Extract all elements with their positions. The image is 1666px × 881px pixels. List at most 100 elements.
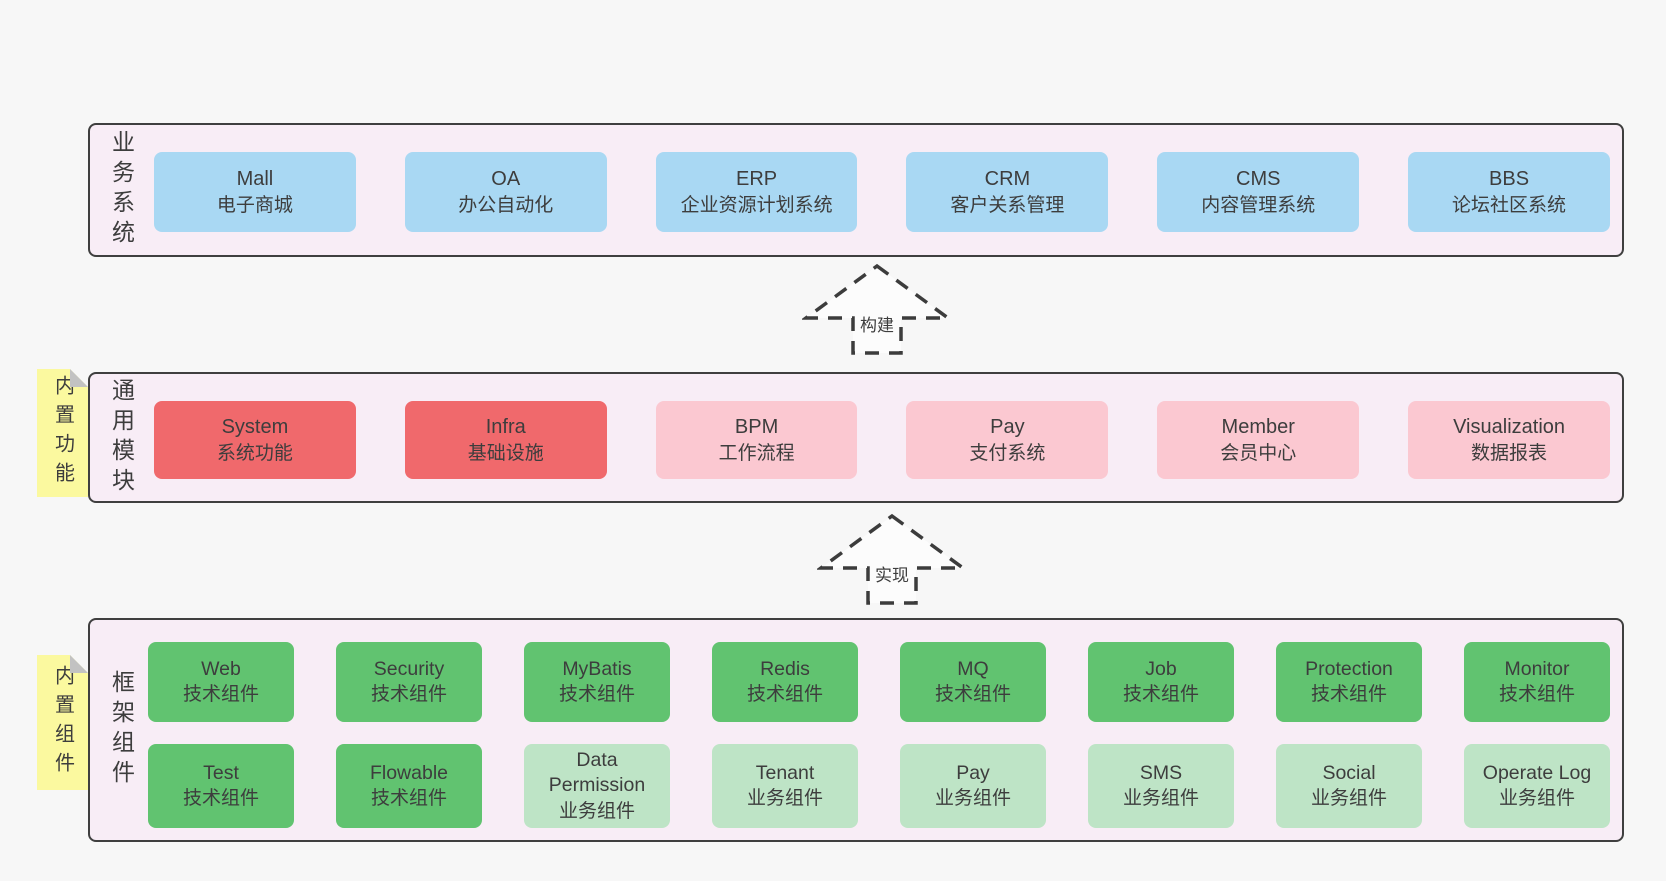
component-node-row-2: Test 技术组件 Flowable 技术组件 Data Permission … [148, 744, 1610, 828]
node-subtitle: 技术组件 [934, 684, 1011, 706]
node-infra: Infra 基础设施 [404, 401, 607, 479]
node-title: CMS [1236, 167, 1281, 190]
node-oa: OA 办公自动化 [404, 152, 607, 232]
layer-framework-components: 框架组件 Web 技术组件 Security 技术组件 MyBatis 技术组件… [88, 618, 1624, 842]
sticky-note-label: 内置功能 [51, 375, 74, 491]
node-title: System [221, 415, 289, 438]
node-title: Pay [956, 761, 990, 784]
node-subtitle: 基础设施 [467, 442, 544, 464]
node-title: Monitor [1504, 657, 1570, 680]
node-title: OA [491, 167, 521, 190]
node-crm: CRM 客户关系管理 [906, 152, 1109, 232]
layer-label-text: 框架组件 [108, 670, 135, 790]
node-subtitle: 技术组件 [746, 684, 823, 706]
node-redis: Redis 技术组件 [712, 642, 858, 722]
node-job: Job 技术组件 [1088, 642, 1234, 722]
layer-label-components: 框架组件 [90, 620, 152, 840]
node-subtitle: 论坛社区系统 [1452, 194, 1567, 216]
node-title: Security [373, 657, 445, 680]
node-subtitle: 业务组件 [1122, 788, 1199, 810]
node-pay-system: Pay 支付系统 [906, 401, 1109, 479]
node-title: Social [1322, 761, 1376, 784]
node-subtitle: 企业资源计划系统 [680, 194, 833, 216]
node-title: CRM [984, 167, 1031, 190]
layer-label-business: 业务系统 [90, 125, 152, 255]
node-subtitle: 技术组件 [182, 788, 259, 810]
layer-label-text: 业务系统 [108, 130, 135, 250]
node-member: Member 会员中心 [1157, 401, 1360, 479]
build-arrow-label: 构建 [857, 310, 897, 337]
node-title: Flowable [369, 761, 449, 784]
node-title: Job [1145, 657, 1177, 680]
node-title: Data Permission [548, 748, 646, 797]
node-subtitle: 技术组件 [1122, 684, 1199, 706]
up-block-arrow-icon [802, 263, 952, 355]
node-subtitle: 工作流程 [718, 442, 795, 464]
node-title: SMS [1139, 761, 1183, 784]
up-block-arrow-icon [817, 513, 967, 605]
node-subtitle: 内容管理系统 [1201, 194, 1316, 216]
node-subtitle: 技术组件 [370, 684, 447, 706]
node-subtitle: 业务组件 [1498, 788, 1575, 810]
node-pay-component: Pay 业务组件 [900, 744, 1046, 828]
sticky-note-label: 内置组件 [51, 664, 74, 781]
node-social: Social 业务组件 [1276, 744, 1422, 828]
implement-arrow: 实现 [817, 512, 967, 607]
node-bpm: BPM 工作流程 [655, 401, 858, 479]
node-subtitle: 业务组件 [1310, 788, 1387, 810]
node-subtitle: 业务组件 [746, 788, 823, 810]
component-node-row-1: Web 技术组件 Security 技术组件 MyBatis 技术组件 Redi… [148, 642, 1610, 722]
node-title: Web [201, 657, 241, 680]
node-subtitle: 技术组件 [1498, 684, 1575, 706]
node-subtitle: 办公自动化 [458, 194, 554, 216]
node-tenant: Tenant 业务组件 [712, 744, 858, 828]
sticky-note-builtin-components: 内置组件 [37, 655, 88, 790]
node-title: Visualization [1453, 415, 1566, 438]
node-title: Protection [1305, 657, 1393, 680]
node-sms: SMS 业务组件 [1088, 744, 1234, 828]
node-title: MyBatis [562, 657, 632, 680]
module-node-row: System 系统功能 Infra 基础设施 BPM 工作流程 Pay 支付系统… [154, 401, 1610, 479]
build-arrow: 构建 [802, 262, 952, 357]
implement-arrow-label: 实现 [872, 560, 912, 587]
node-protection: Protection 技术组件 [1276, 642, 1422, 722]
node-subtitle: 技术组件 [370, 788, 447, 810]
node-web: Web 技术组件 [148, 642, 294, 722]
node-cms: CMS 内容管理系统 [1157, 152, 1360, 232]
node-operate-log: Operate Log 业务组件 [1464, 744, 1610, 828]
folded-corner [70, 369, 88, 387]
node-data-permission: Data Permission 业务组件 [524, 744, 670, 828]
node-title: Pay [990, 415, 1025, 438]
node-mall: Mall 电子商城 [154, 152, 356, 232]
node-flowable: Flowable 技术组件 [336, 744, 482, 828]
node-test: Test 技术组件 [148, 744, 294, 828]
layer-label-modules: 通用模块 [90, 374, 152, 501]
node-subtitle: 业务组件 [558, 801, 635, 823]
node-title: MQ [957, 657, 989, 680]
layer-common-modules: 通用模块 System 系统功能 Infra 基础设施 BPM 工作流程 Pay… [88, 372, 1624, 503]
node-title: ERP [736, 167, 778, 190]
node-system: System 系统功能 [154, 401, 356, 479]
node-bbs: BBS 论坛社区系统 [1408, 152, 1610, 232]
node-title: BPM [734, 415, 779, 438]
node-mq: MQ 技术组件 [900, 642, 1046, 722]
node-visualization: Visualization 数据报表 [1408, 401, 1610, 479]
node-subtitle: 支付系统 [969, 442, 1046, 464]
node-monitor: Monitor 技术组件 [1464, 642, 1610, 722]
business-node-row: Mall 电子商城 OA 办公自动化 ERP 企业资源计划系统 CRM 客户关系… [154, 152, 1610, 232]
node-subtitle: 业务组件 [934, 788, 1011, 810]
node-security: Security 技术组件 [336, 642, 482, 722]
node-title: Infra [485, 415, 526, 438]
node-subtitle: 技术组件 [1310, 684, 1387, 706]
node-subtitle: 系统功能 [216, 442, 293, 464]
node-title: Test [203, 761, 239, 784]
layer-business-systems: 业务系统 Mall 电子商城 OA 办公自动化 ERP 企业资源计划系统 CRM… [88, 123, 1624, 257]
node-title: BBS [1489, 167, 1530, 190]
node-mybatis: MyBatis 技术组件 [524, 642, 670, 722]
node-subtitle: 客户关系管理 [950, 194, 1065, 216]
node-subtitle: 会员中心 [1220, 442, 1297, 464]
node-title: Mall [236, 167, 274, 190]
node-subtitle: 技术组件 [558, 684, 635, 706]
node-title: Operate Log [1482, 761, 1592, 784]
node-subtitle: 电子商城 [216, 194, 293, 216]
